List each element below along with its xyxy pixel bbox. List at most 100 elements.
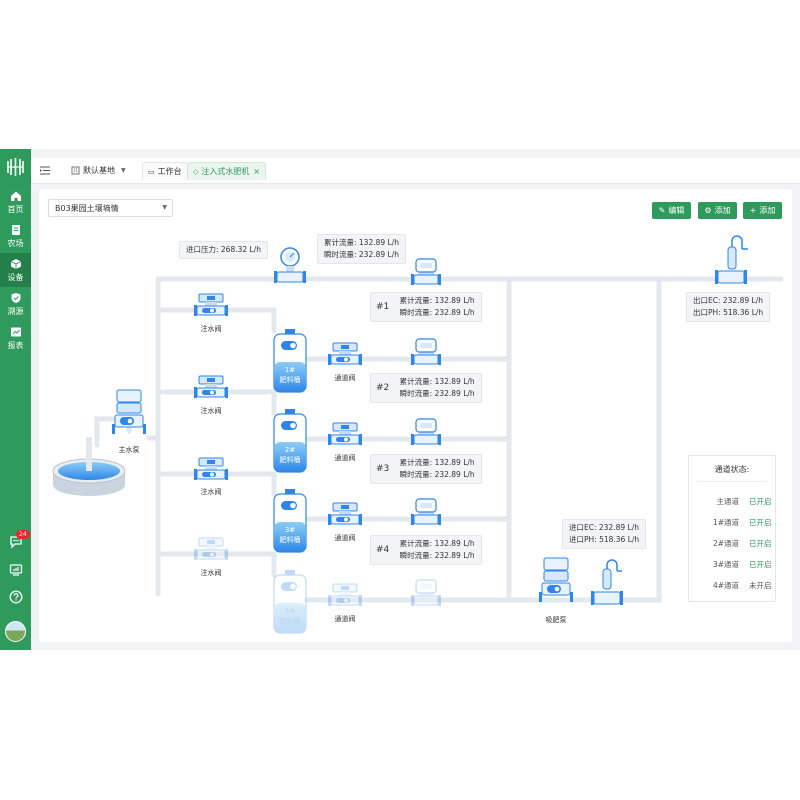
pass-valve-4[interactable] (327, 583, 363, 607)
channel-4-instant: 瞬时流量: 232.89 L/h (399, 551, 475, 560)
status-row-main: 主通道 已开启 (689, 496, 775, 507)
inlet-ec-sensor[interactable] (591, 559, 623, 605)
water-source (52, 437, 126, 496)
tank-2-label: 肥料桶 (280, 455, 301, 464)
monitor-icon (9, 564, 22, 576)
tag-icon: ◇ (193, 167, 199, 176)
add-button-label: 添加 (714, 206, 731, 215)
main-flow-total: 累计流量: 132.89 L/h (324, 238, 399, 247)
chevron-down-icon: ▼ (162, 204, 167, 211)
edit-button-label: 编辑 (668, 206, 685, 215)
outlet-readout: 出口EC: 232.89 L/h 出口PH: 518.36 L/h (686, 292, 771, 322)
inlet-ec: 进口EC: 232.89 L/h (569, 523, 639, 532)
site-select-value: B03果园土壤墒情 (55, 204, 119, 213)
channel-2-readout: #2 累计流量: 132.89 L/h 瞬时流量: 232.89 L/h (370, 373, 482, 403)
pass-valve-3[interactable] (327, 502, 363, 526)
inject-valve-4[interactable] (193, 537, 229, 561)
channel-status-title: 通道状态: (714, 465, 750, 474)
report-icon (10, 327, 21, 336)
tab-workbench[interactable]: ▭ 工作台 (142, 162, 188, 180)
channel-1-instant: 瞬时流量: 232.89 L/h (399, 308, 475, 317)
app-logo-icon (7, 158, 24, 176)
main-card: B03果园土壤墒情 ▼ ✎编辑 ⚙添加 +添加 (39, 189, 792, 642)
sidebar-item-label: 农场 (7, 238, 24, 248)
channel-2-total: 累计流量: 132.89 L/h (399, 377, 475, 386)
edit-button[interactable]: ✎编辑 (652, 202, 691, 219)
suction-pump[interactable] (538, 557, 574, 603)
base-selector[interactable]: 默认基地 ▼ (71, 165, 129, 176)
status-value: 已开启 (749, 497, 772, 506)
plus-icon: + (749, 206, 757, 215)
monitor-icon: ▭ (148, 167, 155, 176)
close-icon[interactable]: × (253, 167, 261, 176)
sidebar-item-farm[interactable]: 农场 (0, 219, 31, 253)
channel-1-id: #1 (376, 302, 390, 312)
main-flow-meter[interactable] (410, 258, 442, 286)
status-row-4: 4#通道 未开启 (689, 580, 775, 591)
pass-valve-2[interactable] (327, 422, 363, 446)
outlet-ec: 出口EC: 232.89 L/h (693, 296, 763, 305)
main-pump[interactable] (111, 389, 147, 435)
outlet-ec-sensor[interactable] (715, 235, 748, 284)
building-icon (71, 166, 80, 175)
add-button[interactable]: ⚙添加 (698, 202, 737, 219)
top-bar: 默认基地 ▼ ▭ 工作台 ◇ 注入式水肥机 × (31, 158, 800, 184)
channel-4-id: #4 (376, 545, 390, 555)
add-plus-button-label: 添加 (759, 206, 776, 215)
inject-valve-1-label: 注水阀 (201, 324, 222, 333)
main-flow-readout: 累计流量: 132.89 L/h 瞬时流量: 232.89 L/h (317, 234, 406, 264)
message-button[interactable]: 24 (0, 530, 31, 549)
message-count-badge: 24 (16, 530, 30, 539)
inject-valve-1[interactable] (193, 293, 229, 317)
sidebar-item-label: 首页 (7, 204, 24, 214)
pressure-gauge[interactable] (274, 247, 306, 283)
channel-1-readout: #1 累计流量: 132.89 L/h 瞬时流量: 232.89 L/h (370, 292, 482, 322)
flow-meter-4[interactable] (410, 579, 442, 607)
status-name: 3#通道 (712, 560, 739, 569)
status-row-2: 2#通道 已开启 (689, 538, 775, 549)
inject-valve-4-label: 注水阀 (201, 568, 222, 577)
sidebar-item-report[interactable]: 报表 (0, 321, 31, 355)
sidebar: 首页 农场 设备 溯源 报表 24 (0, 149, 31, 650)
inject-valve-2[interactable] (193, 375, 229, 399)
inlet-ph: 进口PH: 518.36 L/h (569, 535, 640, 544)
inject-valve-2-label: 注水阀 (201, 406, 222, 415)
monitor-button[interactable] (0, 563, 31, 577)
farm-icon (11, 224, 20, 235)
sidebar-item-trace[interactable]: 溯源 (0, 287, 31, 321)
outlet-ph: 出口PH: 518.36 L/h (693, 308, 764, 317)
sidebar-item-label: 设备 (7, 272, 24, 282)
channel-2-id: #2 (376, 383, 390, 393)
menu-toggle-icon[interactable] (40, 166, 50, 175)
tank-3-number: 3# (285, 526, 295, 534)
add-plus-button[interactable]: +添加 (743, 202, 782, 219)
main-pump-label: 主水泵 (119, 445, 140, 454)
channel-3-instant: 瞬时流量: 232.89 L/h (399, 470, 475, 479)
inject-valve-3[interactable] (193, 457, 229, 481)
tank-4-number: 4# (285, 607, 295, 615)
tank-2-number: 2# (285, 446, 295, 454)
avatar[interactable] (5, 621, 26, 642)
shield-icon (11, 292, 20, 303)
sidebar-item-label: 溯源 (7, 306, 24, 316)
chevron-down-icon: ▼ (121, 167, 126, 174)
help-button[interactable] (0, 590, 31, 604)
tab-fertigation[interactable]: ◇ 注入式水肥机 × (187, 162, 267, 180)
divider (697, 481, 767, 482)
sidebar-item-label: 报表 (7, 340, 24, 350)
flow-meter-1[interactable] (410, 338, 442, 366)
tank-1-number: 1# (285, 366, 295, 374)
flow-meter-2[interactable] (410, 418, 442, 446)
app-window: 首页 农场 设备 溯源 报表 24 (0, 149, 800, 650)
tab-label: 注入式水肥机 (201, 167, 250, 176)
status-name: 2#通道 (712, 539, 739, 548)
tank-4-label: 肥料桶 (280, 616, 301, 625)
sidebar-item-device[interactable]: 设备 (0, 253, 31, 287)
home-icon (10, 191, 21, 201)
sidebar-item-home[interactable]: 首页 (0, 185, 31, 219)
channel-status-panel: 通道状态: 主通道 已开启 1#通道 已开启 2#通道 已开启 3#通道 已开启… (688, 455, 776, 602)
site-select[interactable]: B03果园土壤墒情 ▼ (48, 199, 173, 217)
pass-valve-1[interactable] (327, 342, 363, 366)
flow-meter-3[interactable] (410, 498, 442, 526)
inject-valve-3-label: 注水阀 (201, 487, 222, 496)
